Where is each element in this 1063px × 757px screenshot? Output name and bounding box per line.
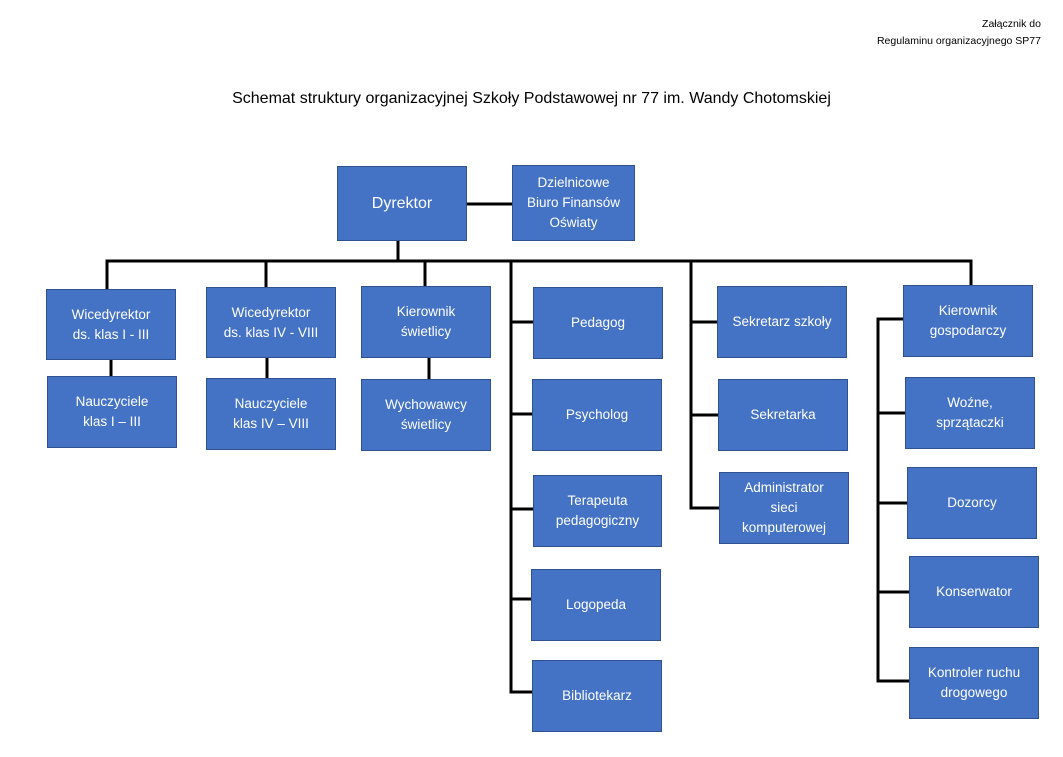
- box-wychowawcy-swietlicy: Wychowawcy świetlicy: [361, 379, 491, 451]
- box-dbfo: Dzielnicowe Biuro Finansów Oświaty: [512, 165, 635, 241]
- box-kierownik-swietlicy: Kierownik świetlicy: [361, 286, 491, 358]
- annex-note: Załącznik do Regulaminu organizacyjnego …: [877, 16, 1041, 50]
- box-kierownik-gospodarczy: Kierownik gospodarczy: [903, 285, 1033, 357]
- box-sekretarz: Sekretarz szkoły: [717, 286, 847, 358]
- box-kontroler: Kontroler ruchu drogowego: [909, 647, 1039, 719]
- box-wicedyrektor-1-3: Wicedyrektor ds. klas I - III: [46, 289, 176, 360]
- box-wicedyrektor-4-8: Wicedyrektor ds. klas IV - VIII: [206, 287, 336, 358]
- page-title: Schemat struktury organizacyjnej Szkoły …: [232, 90, 831, 107]
- box-logopeda: Logopeda: [531, 569, 661, 641]
- box-sekretarka: Sekretarka: [718, 379, 848, 451]
- box-bibliotekarz: Bibliotekarz: [532, 660, 662, 732]
- annex-line-1: Załącznik do: [982, 18, 1041, 30]
- box-nauczyciele-1-3: Nauczyciele klas I – III: [47, 376, 177, 448]
- box-psycholog: Psycholog: [532, 379, 662, 451]
- box-wozne: Woźne, sprzątaczki: [905, 377, 1035, 449]
- annex-line-2: Regulaminu organizacyjnego SP77: [876, 35, 1041, 47]
- box-konserwator: Konserwator: [909, 556, 1039, 628]
- box-terapeuta: Terapeuta pedagogiczny: [533, 475, 662, 547]
- box-dyrektor: Dyrektor: [337, 166, 467, 241]
- box-administrator: Administrator sieci komputerowej: [719, 472, 849, 544]
- box-nauczyciele-4-8: Nauczyciele klas IV – VIII: [206, 378, 336, 450]
- box-dozorcy: Dozorcy: [907, 467, 1037, 539]
- box-pedagog: Pedagog: [533, 287, 663, 359]
